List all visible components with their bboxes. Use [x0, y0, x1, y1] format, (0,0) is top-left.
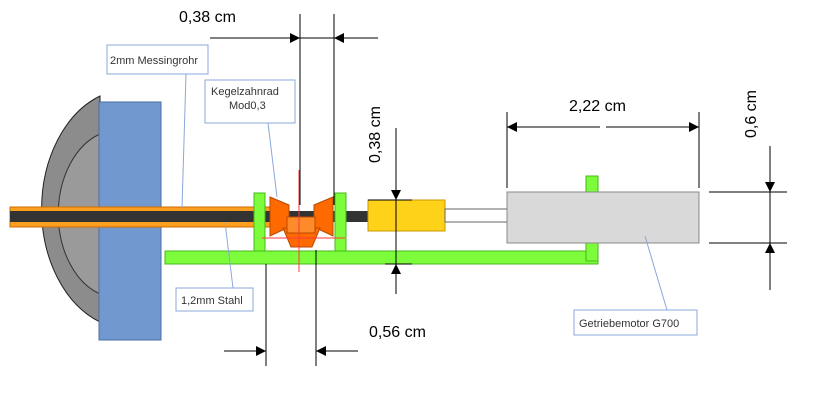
frame-post-left: [253, 192, 266, 252]
steel-shaft: [10, 211, 410, 222]
callout-steel-label: 1,2mm Stahl: [181, 295, 243, 307]
motor-shaft: [444, 208, 508, 223]
callout-brass-leader: [181, 73, 187, 209]
gear-hub: [286, 216, 316, 234]
callout-steel-box: [175, 287, 254, 312]
dim-bottom-label: 0,56 cm: [369, 324, 426, 341]
gear-motor: [506, 191, 700, 244]
callout-steel-leader: [224, 221, 234, 289]
dim-left-label: 0,38 cm: [367, 106, 384, 163]
callout-motor-leader: [644, 235, 668, 311]
callout-motor-box: [573, 309, 698, 336]
frame-post-middle: [334, 192, 347, 252]
callout-motor-label: Getriebemotor G700: [579, 318, 679, 330]
dim-top-label: 0,38 cm: [179, 9, 236, 26]
callout-brass-box: [106, 44, 209, 75]
coupling: [367, 199, 446, 232]
callout-gear-leader: [267, 122, 278, 198]
dim-height-label: 0,6 cm: [743, 90, 760, 138]
callout-gear-label-2: Mod0,3: [229, 100, 266, 112]
callout-gear-label-1: Kegelzahnrad: [211, 86, 279, 98]
callout-gear-box: [204, 79, 296, 124]
dim-motor-label: 2,22 cm: [569, 98, 626, 115]
callout-brass-label: 2mm Messingrohr: [110, 55, 198, 67]
